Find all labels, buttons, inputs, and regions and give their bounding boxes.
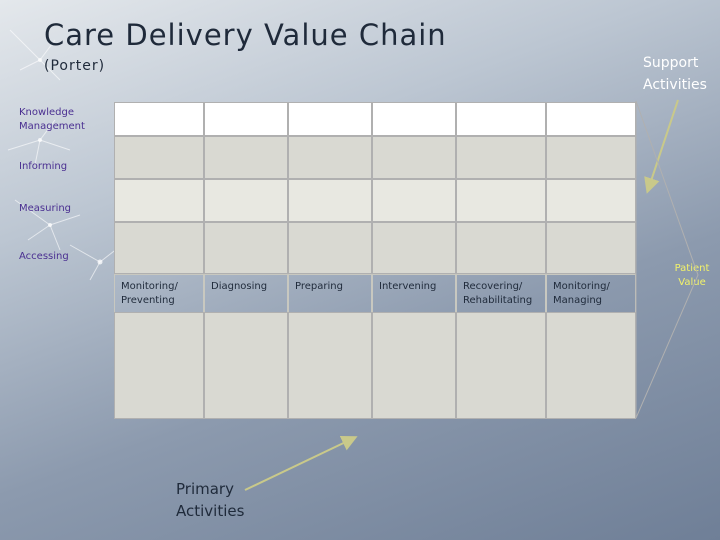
slide-title: Care Delivery Value Chain bbox=[44, 18, 447, 52]
patient-value-line2: Value bbox=[678, 277, 706, 288]
dandelion-decoration bbox=[7, 29, 119, 281]
slide-subtitle: (Porter) bbox=[44, 58, 106, 74]
support-activities-label-line2: Activities bbox=[643, 77, 707, 93]
primary-activities-arrow bbox=[244, 435, 358, 491]
patient-value-wedge bbox=[635, 100, 699, 419]
grid-cell bbox=[546, 102, 636, 136]
col-label-line2: Managing bbox=[553, 295, 603, 306]
grid-cell bbox=[456, 102, 546, 136]
grid-cell bbox=[114, 102, 204, 136]
grid-cell bbox=[372, 136, 456, 179]
primary-activities-label-line2: Activities bbox=[176, 502, 245, 520]
grid-cell bbox=[456, 312, 546, 419]
patient-value-label: Patient Value bbox=[668, 262, 716, 290]
col-label-diagnosing: Diagnosing bbox=[211, 281, 268, 292]
grid-cell bbox=[288, 222, 372, 274]
row-label-informing: Informing bbox=[19, 161, 68, 172]
col-label-recovering-rehabilitating: Recovering/ Rehabilitating bbox=[463, 280, 532, 308]
grid-cell bbox=[456, 136, 546, 179]
grid-cell bbox=[114, 136, 204, 179]
grid-cell bbox=[372, 312, 456, 419]
grid-cell bbox=[204, 222, 288, 274]
primary-activities-label: Primary Activities bbox=[176, 478, 244, 522]
col-label-monitoring-preventing: Monitoring/ Preventing bbox=[121, 280, 178, 308]
support-activities-label-line1: Support bbox=[643, 55, 699, 71]
grid-cell bbox=[372, 179, 456, 222]
grid-cell bbox=[204, 136, 288, 179]
grid-cell bbox=[372, 102, 456, 136]
grid-cell bbox=[204, 102, 288, 136]
support-activities-arrow bbox=[644, 99, 679, 194]
col-label-line2: Preventing bbox=[121, 295, 175, 306]
col-label-line2: Rehabilitating bbox=[463, 295, 533, 306]
row-label-line2: Management bbox=[19, 121, 85, 132]
grid-cell bbox=[114, 312, 204, 419]
grid-cell bbox=[288, 312, 372, 419]
col-label-monitoring-managing: Monitoring/ Managing bbox=[553, 280, 610, 308]
grid-cell bbox=[456, 222, 546, 274]
primary-activities-label-line1: Primary bbox=[176, 480, 234, 498]
grid-cell bbox=[546, 136, 636, 179]
grid-cell bbox=[288, 102, 372, 136]
col-label-line1: Monitoring/ bbox=[553, 281, 610, 292]
col-label-line1: Monitoring/ bbox=[121, 281, 178, 292]
col-label-line1: Recovering/ bbox=[463, 281, 523, 292]
grid-cell bbox=[546, 179, 636, 222]
support-activities-label: Support Activities bbox=[643, 52, 707, 96]
patient-value-line1: Patient bbox=[674, 263, 710, 274]
grid-cell bbox=[288, 136, 372, 179]
grid-cell bbox=[204, 179, 288, 222]
col-label-preparing: Preparing bbox=[295, 281, 343, 292]
col-label-intervening: Intervening bbox=[379, 281, 437, 292]
row-label-line1: Knowledge bbox=[19, 107, 74, 118]
grid-cell bbox=[372, 222, 456, 274]
grid-cell bbox=[204, 312, 288, 419]
row-label-accessing: Accessing bbox=[19, 251, 69, 262]
grid-cell bbox=[546, 312, 636, 419]
row-label-knowledge-management: Knowledge Management bbox=[19, 106, 85, 134]
grid-cell bbox=[456, 179, 546, 222]
grid-cell bbox=[114, 179, 204, 222]
grid-cell bbox=[288, 179, 372, 222]
row-label-measuring: Measuring bbox=[19, 203, 72, 214]
grid-cell bbox=[114, 222, 204, 274]
grid-cell bbox=[546, 222, 636, 274]
